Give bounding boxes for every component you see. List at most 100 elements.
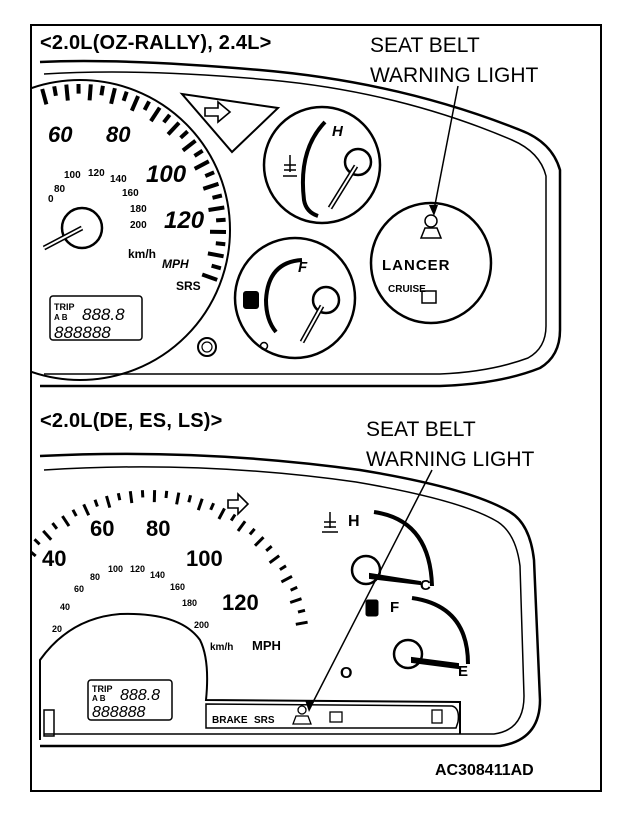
svg-text:80: 80 [146,516,170,541]
top-callout-line1: SEAT BELT [370,34,480,57]
top-speed-tick [121,91,129,102]
top-speed-tick [201,272,218,282]
top-speed-tick [149,106,162,123]
bottom-callout-line2: WARNING LIGHT [366,448,535,471]
svg-text:80: 80 [106,122,131,147]
svg-text:140: 140 [110,174,127,185]
top-temp-gauge [262,105,382,225]
top-warning-cluster [369,201,493,325]
top-mph-labels: 0 80 100 120 140 160 180 200 [48,168,147,231]
bottom-panel-heading: <2.0L(DE, ES, LS)> [40,410,223,432]
top-callout-line2: WARNING LIGHT [370,64,539,87]
bottom-speed-tick [19,558,25,562]
bottom-temp-gauge [322,510,434,587]
bottom-mph-unit: MPH [252,638,281,653]
bottom-speed-tick [61,515,71,527]
bottom-speed-tick [297,608,306,614]
top-speed-tick [208,205,225,212]
bottom-speed-tick [187,494,193,503]
svg-text:120: 120 [130,564,145,574]
top-cruise-label: CRUISE [388,284,426,295]
svg-text:120: 120 [164,207,205,234]
top-speedometer [32,79,231,381]
bottom-speed-tick [280,574,293,584]
svg-text:120: 120 [222,590,259,615]
bottom-speed-tick [33,538,41,546]
svg-text:200: 200 [194,620,209,630]
svg-text:0: 0 [48,194,54,205]
svg-text:100: 100 [108,564,123,574]
top-fuel-gauge [233,236,357,360]
bottom-speed-tick [51,522,59,530]
bottom-speed-tick [217,507,226,520]
bottom-kmh-unit: km/h [210,642,233,653]
bottom-odo-bottom: 888888 [92,704,145,721]
top-speed-tick [162,113,172,124]
svg-text:100: 100 [64,170,81,181]
bottom-mph-labels: 20 40 60 80 100 120 140 160 180 200 [52,564,209,634]
top-speed-tick [129,95,140,112]
top-speed-tick [215,217,226,223]
svg-text:40: 40 [60,602,70,612]
top-speed-tick [181,139,197,153]
svg-text:60: 60 [90,516,114,541]
bottom-speed-tick [105,495,112,509]
top-fuel-f: F [298,259,308,276]
top-odo-bottom: 888888 [54,323,111,342]
bottom-speedometer [7,490,308,626]
bottom-speed-tick [295,620,308,626]
bottom-temp-c: C [420,577,431,594]
top-speed-tick [99,85,105,96]
svg-text:200: 200 [130,220,147,231]
top-mph-unit: MPH [162,257,189,271]
svg-text:180: 180 [130,204,147,215]
bottom-speed-tick [82,503,91,516]
svg-text:120: 120 [88,168,105,179]
bottom-speed-tick [42,529,53,541]
top-speed-labels: 60 80 100 120 [48,122,205,234]
bottom-o-mark: O [340,665,352,682]
bottom-speed-tick [116,492,122,501]
top-kmh-unit: km/h [128,247,156,261]
svg-text:80: 80 [54,184,66,195]
bottom-ab-label: A B [92,694,106,703]
bottom-speed-tick [265,545,273,552]
top-speed-tick [204,170,215,178]
top-speed-tick [87,84,93,101]
svg-text:80: 80 [90,572,100,582]
bottom-speed-tick [71,509,78,517]
bottom-speed-tick [236,520,247,532]
bottom-speed-tick [209,502,215,511]
bottom-speed-tick [248,527,256,536]
top-speed-tick [179,129,189,140]
svg-text:140: 140 [150,570,165,580]
bottom-speed-tick [32,551,37,558]
svg-text:180: 180 [182,598,197,608]
top-brand-label: LANCER [382,257,451,274]
bottom-speed-tick [12,568,22,574]
top-ab-label: A B [54,313,68,322]
bottom-speed-tick [7,579,14,582]
top-trip-label: TRIP [54,302,75,312]
top-cluster [32,59,562,388]
bottom-speed-tick [289,585,298,592]
svg-text:100: 100 [186,546,223,571]
bottom-speed-tick [289,597,302,604]
svg-text:160: 160 [122,188,139,199]
svg-text:160: 160 [170,582,185,592]
bottom-temp-h: H [348,513,360,530]
bottom-speed-tick [93,499,99,508]
top-speed-tick [52,85,58,97]
top-speed-tick [109,87,117,105]
bottom-srs-label: SRS [254,715,275,726]
bottom-fuel-f: F [390,599,399,616]
top-speed-tick [193,159,210,171]
bottom-speed-tick [164,490,169,499]
top-speed-tick [64,84,70,101]
bottom-cluster [7,452,542,748]
top-srs-label: SRS [176,279,201,293]
top-speed-tick [142,100,151,111]
svg-text:60: 60 [48,122,73,147]
figure-code: AC308411AD [435,762,534,779]
